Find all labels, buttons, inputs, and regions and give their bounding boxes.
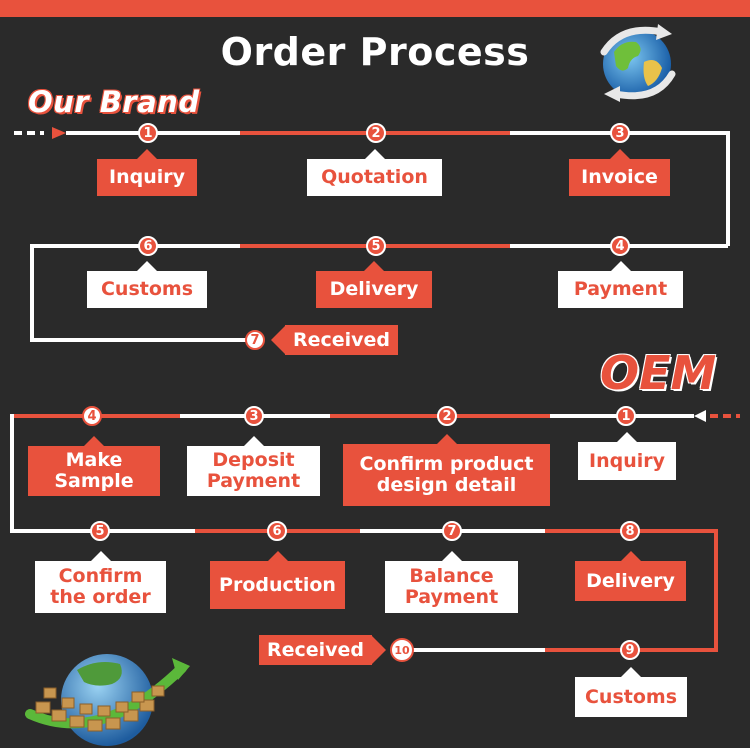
oem-step-production: Production <box>210 551 345 609</box>
oem-step-delivery: Delivery <box>575 551 686 601</box>
oem-step-balance-payment: Balance Payment <box>385 551 518 613</box>
oem-step-inquiry: Inquiry <box>578 432 676 480</box>
oem-step-1-number: 1 <box>616 406 636 426</box>
oem-step-make-sample-line1: Make <box>65 449 123 471</box>
brand-step-1-number: 1 <box>138 123 158 143</box>
oem-step-4-number: 4 <box>82 406 102 426</box>
oem-step-deposit-payment: Deposit Payment <box>187 436 320 496</box>
oem-start-arrow-icon <box>694 410 706 422</box>
oem-step-balance-line2: Payment <box>404 586 499 608</box>
top-accent-bar <box>0 0 750 17</box>
brand-step-7-number: 7 <box>245 330 265 350</box>
oem-step-customs: Customs <box>575 667 687 717</box>
oem-step-balance-line1: Balance <box>409 565 494 587</box>
globe-boxes-icon <box>25 654 190 746</box>
oem-step-2-number: 2 <box>437 406 457 426</box>
brand-step-2-number: 2 <box>366 123 386 143</box>
oem-step-6-number: 6 <box>267 521 287 541</box>
oem-step-8-number: 8 <box>620 521 640 541</box>
brand-step-received: Received <box>271 325 398 355</box>
page-title: Order Process <box>220 30 530 74</box>
oem-section-label: OEM <box>600 346 717 400</box>
brand-step-inquiry: Inquiry <box>97 149 197 196</box>
oem-step-7-number: 7 <box>442 521 462 541</box>
oem-step-received: Received <box>259 635 386 665</box>
brand-step-6-number: 6 <box>138 236 158 256</box>
oem-step-confirm-order-line1: Confirm <box>58 565 143 587</box>
start-arrow-icon <box>52 127 66 139</box>
oem-step-confirm-design-line1: Confirm product <box>359 453 534 475</box>
oem-step-confirm-design: Confirm product design detail <box>343 434 550 506</box>
oem-step-confirm-order: Confirm the order <box>35 551 166 613</box>
globe-arrows-icon <box>600 24 676 102</box>
brand-step-5-number: 5 <box>366 236 386 256</box>
oem-step-deposit-line1: Deposit <box>212 449 295 471</box>
oem-step-make-sample-line2: Sample <box>54 470 134 492</box>
oem-step-confirm-order-line2: the order <box>50 586 151 608</box>
brand-section-label: Our Brand <box>28 85 200 119</box>
brand-step-payment: Payment <box>558 261 683 308</box>
brand-step-4-number: 4 <box>610 236 630 256</box>
oem-step-5-number: 5 <box>90 521 110 541</box>
brand-step-3-number: 3 <box>610 123 630 143</box>
brand-step-customs: Customs <box>87 261 207 308</box>
brand-step-quotation: Quotation <box>307 149 442 196</box>
oem-step-confirm-design-line2: design detail <box>376 474 517 496</box>
oem-step-10-number: 10 <box>390 638 414 662</box>
brand-step-delivery: Delivery <box>316 261 432 308</box>
brand-step-invoice: Invoice <box>569 149 670 196</box>
oem-step-3-number: 3 <box>244 406 264 426</box>
oem-step-make-sample: Make Sample <box>28 436 160 496</box>
oem-step-9-number: 9 <box>620 640 640 660</box>
oem-step-deposit-line2: Payment <box>206 470 301 492</box>
